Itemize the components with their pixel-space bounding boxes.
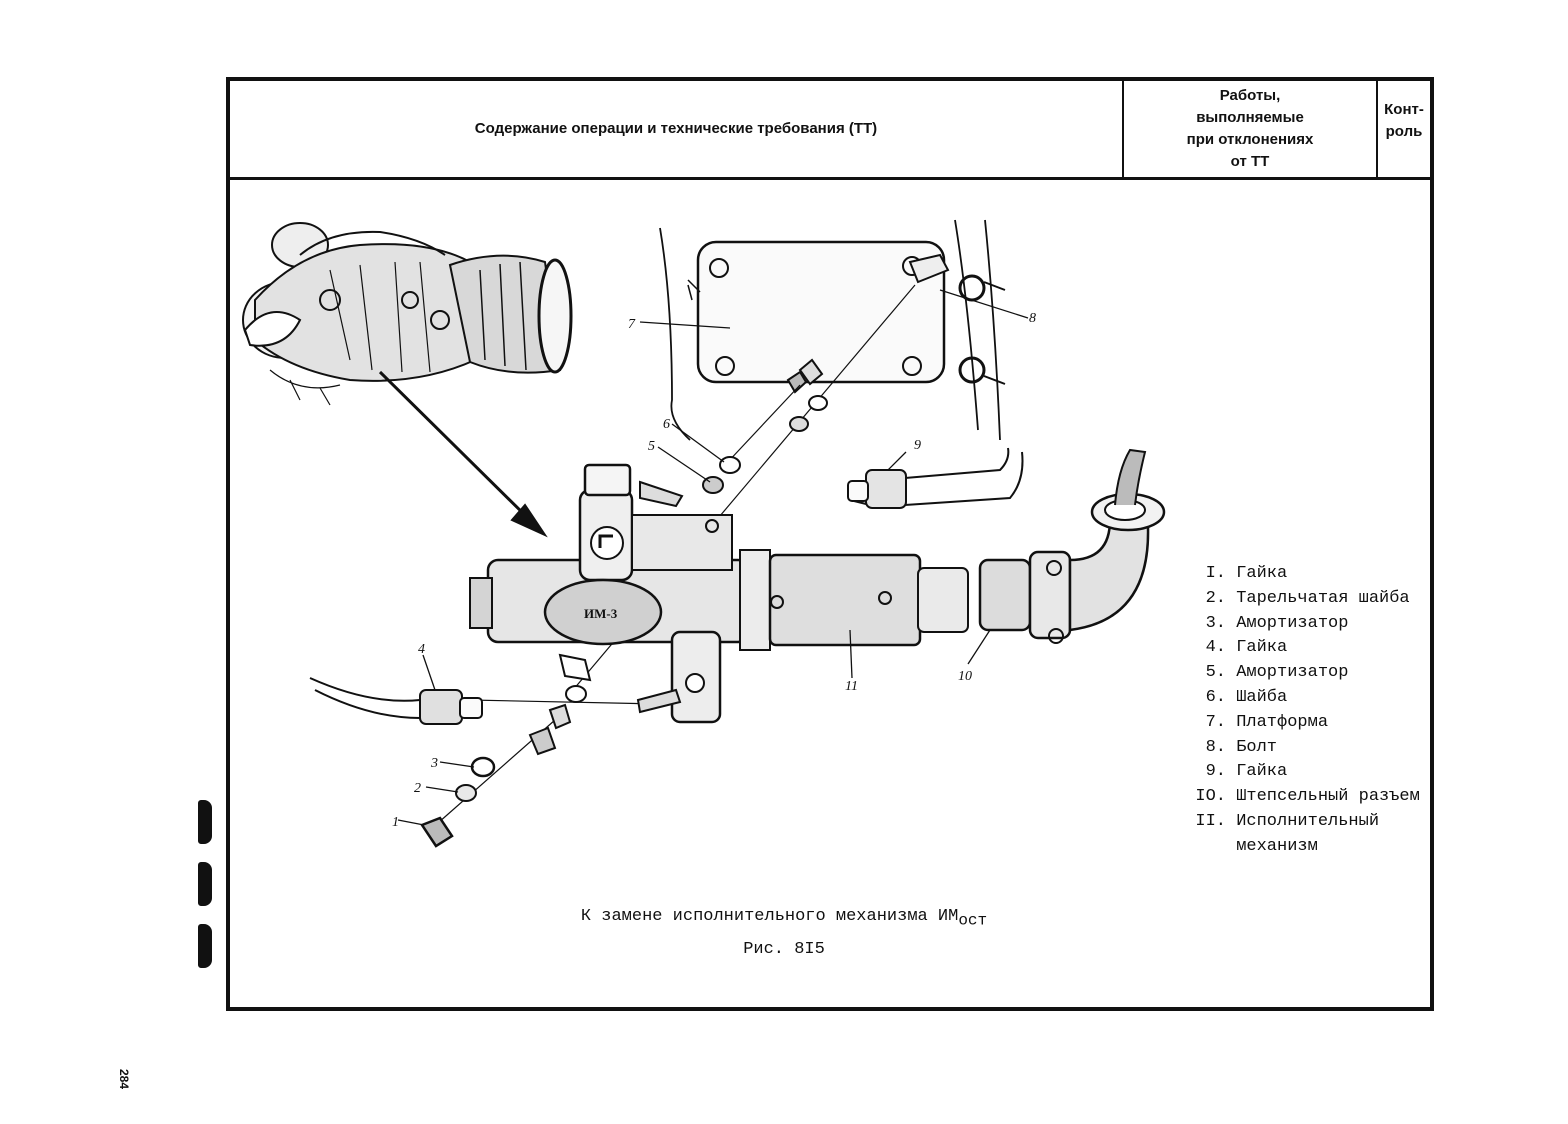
connector-10 — [978, 448, 1166, 644]
pointer-arrow — [378, 370, 537, 527]
part-label: 9 — [914, 438, 921, 453]
legend-item: II. Исполнительный — [1195, 811, 1380, 831]
legend-item: 9. Гайка — [1205, 762, 1288, 782]
deviations-header-line: при отклонениях — [1186, 131, 1314, 148]
header-divider — [1122, 81, 1124, 177]
header-divider — [1376, 81, 1378, 177]
operation-header-text: Содержание операции и технические требов… — [474, 120, 878, 137]
legend-item: механизм — [1236, 836, 1318, 856]
figure-caption: К замене исполнительного механизма ИМост — [0, 907, 1568, 929]
control-header: Конт- роль — [1378, 81, 1430, 177]
actuator-illustration — [469, 463, 969, 724]
header-separator — [230, 177, 1430, 180]
legend-item: 3. Амортизатор — [1205, 613, 1349, 633]
fitting-4 — [309, 677, 483, 725]
margin-mark — [198, 862, 212, 906]
legend-item: 2. Тарельчатая шайба — [1205, 588, 1410, 608]
legend-item: 4. Гайка — [1205, 638, 1288, 658]
part-label: 6 — [663, 417, 670, 432]
engine-illustration — [242, 222, 573, 406]
figure-caption-text: К замене исполнительного механизма ИМ — [580, 907, 959, 926]
part-label: 3 — [430, 756, 438, 771]
control-header-line: Конт- — [1384, 101, 1424, 118]
deviations-header-line: Работы, — [1219, 87, 1281, 104]
part-label: 4 — [418, 642, 425, 657]
part-label: 1 — [392, 815, 399, 830]
margin-mark — [198, 924, 212, 968]
legend-item: I. Гайка — [1205, 564, 1288, 583]
part-label: 11 — [845, 679, 858, 694]
part-label: 10 — [958, 669, 972, 684]
operation-header: Содержание операции и технические требов… — [230, 81, 1122, 177]
bolt-8 — [908, 253, 950, 284]
document-frame: Содержание операции и технические требов… — [226, 77, 1434, 1011]
figure-number: Рис. 8I5 — [743, 940, 825, 959]
legend-item: 8. Болт — [1205, 737, 1278, 757]
arrow-head — [510, 503, 548, 538]
control-header-line: роль — [1385, 123, 1423, 140]
part-label: 2 — [414, 781, 421, 796]
nameplate-text: ИМ-3 — [584, 606, 618, 621]
legend-item: IO. Штепсельный разъем — [1195, 787, 1420, 807]
margin-mark — [198, 800, 212, 844]
legend-item: 7. Платформа — [1205, 712, 1329, 732]
legend-item: 5. Амортизатор — [1205, 663, 1349, 683]
part-label: 5 — [648, 439, 655, 454]
legend-item: 6. Шайба — [1205, 687, 1288, 707]
margin-marks — [198, 800, 212, 986]
deviations-header-line: от ТТ — [1230, 153, 1270, 170]
fitting-9 — [847, 447, 1024, 509]
deviations-header: Работы, выполняемые при отклонениях от Т… — [1124, 81, 1376, 177]
deviations-header-line: выполняемые — [1196, 109, 1304, 126]
part-label: 7 — [628, 317, 636, 332]
figure-caption-subscript: ост — [958, 911, 988, 930]
part-label: 8 — [1029, 311, 1036, 326]
platform-illustration — [659, 219, 1006, 441]
parts-legend: I. Гайка 2. Тарельчатая шайба 3. Амортиз… — [1180, 562, 1420, 860]
